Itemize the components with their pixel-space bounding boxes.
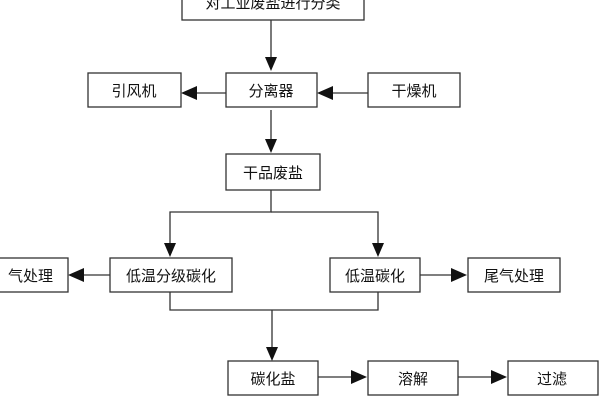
arrowheads: [68, 57, 507, 384]
node-tail-gas-right-label: 尾气处理: [484, 267, 544, 285]
node-tail-gas-left: 气处理: [0, 257, 69, 293]
arrowhead-right-dissolve: [351, 370, 367, 384]
connector-drysalt-split-right: [271, 211, 379, 244]
arrowhead-down-drysalt: [265, 139, 277, 153]
node-classify-label: 对工业废盐进行分类: [205, 0, 340, 12]
arrowhead-down-graded: [164, 243, 176, 257]
node-filter-label: 过滤: [537, 370, 567, 388]
node-filter: 过滤: [507, 360, 599, 396]
node-separator: 分离器: [225, 72, 318, 108]
node-low-temp-graded-label: 低温分级碳化: [126, 267, 216, 285]
node-fan-label: 引风机: [111, 82, 156, 100]
node-classify: 对工业废盐进行分类: [181, 0, 365, 21]
arrowhead-down-separator: [265, 57, 277, 71]
node-dry-salt-label: 干品废盐: [243, 164, 303, 182]
node-tail-gas-right: 尾气处理: [467, 257, 561, 293]
node-carbonized-salt: 碳化盐: [227, 360, 319, 396]
node-low-temp-label: 低温碳化: [345, 267, 405, 285]
node-low-temp: 低温碳化: [329, 257, 421, 293]
arrowhead-right-filter: [491, 370, 507, 384]
connector-merge-to-carbonized: [169, 292, 379, 311]
node-dryer-label: 干燥机: [391, 82, 436, 100]
arrowhead-right-tailgas: [451, 268, 467, 282]
arrowhead-down-lowtemp: [372, 243, 384, 257]
node-dry-salt: 干品废盐: [225, 153, 321, 191]
node-dissolve: 溶解: [367, 360, 459, 396]
arrowhead-down-carbonized: [266, 347, 278, 361]
node-dryer: 干燥机: [367, 72, 461, 108]
arrowhead-left-fan: [181, 86, 197, 100]
node-separator-label: 分离器: [248, 82, 293, 100]
connector-drysalt-split: [169, 190, 272, 244]
arrowhead-left-separator: [317, 86, 333, 100]
node-dissolve-label: 溶解: [398, 370, 428, 388]
node-low-temp-graded: 低温分级碳化: [109, 257, 233, 293]
node-carbonized-salt-label: 碳化盐: [250, 370, 295, 388]
node-tail-gas-left-label: 气处理: [8, 267, 53, 285]
arrowhead-left-tailgas: [68, 268, 84, 282]
connectors: [83, 20, 492, 378]
node-fan: 引风机: [87, 72, 182, 108]
